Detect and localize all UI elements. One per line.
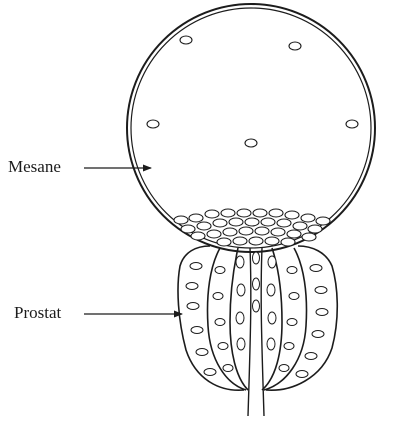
- prostate-urethra-right-wall: [261, 248, 264, 416]
- bladder-label: Mesane: [8, 157, 61, 177]
- bladder-neck-cells: [174, 209, 330, 246]
- prostate-urethra-left-wall: [248, 248, 251, 416]
- bladder: [127, 4, 375, 252]
- bladder-cells: [147, 36, 358, 147]
- bladder-outer-wall: [127, 4, 375, 252]
- prostate-label: Prostat: [14, 303, 61, 323]
